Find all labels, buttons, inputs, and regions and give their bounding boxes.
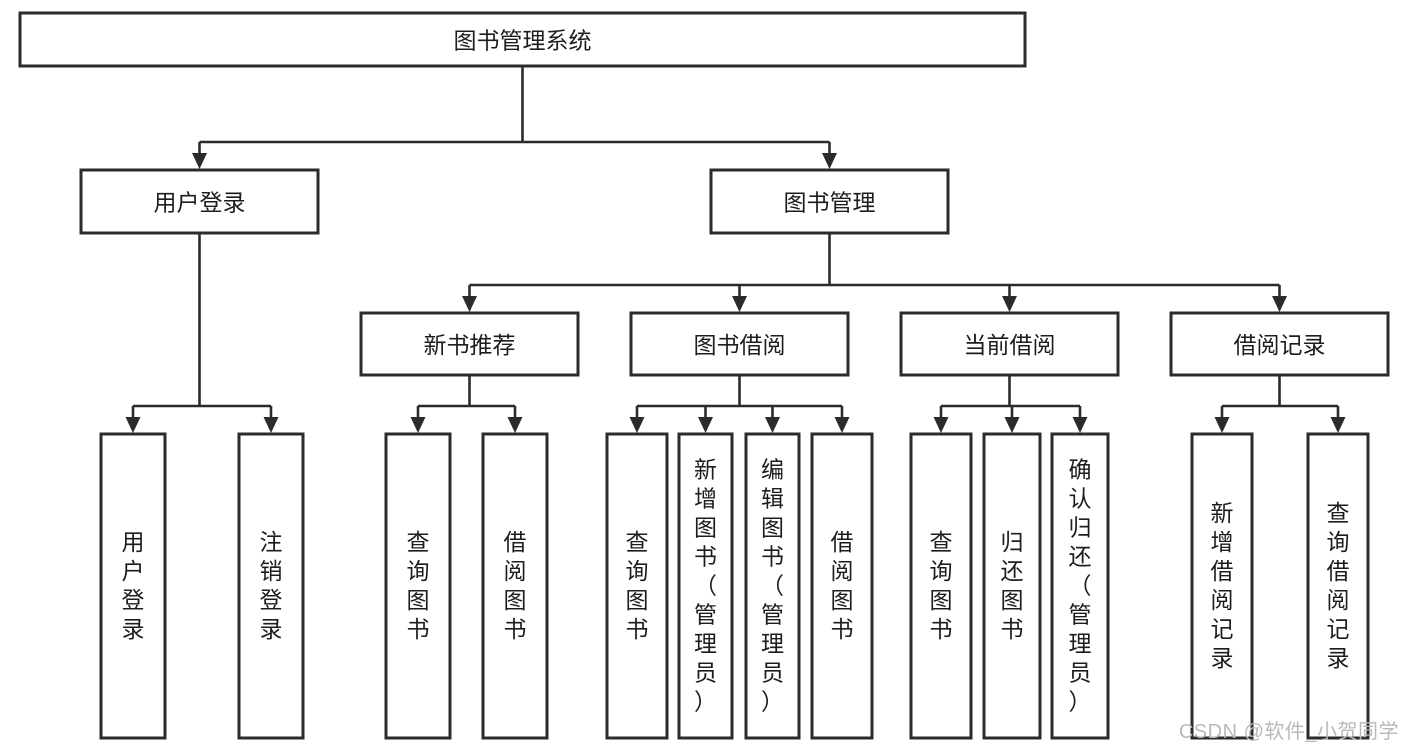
arrow-head-icon <box>1272 296 1287 312</box>
node-borrow-record[interactable]: 借阅记录 <box>1169 311 1390 377</box>
node-label: 新增借阅记录 <box>1211 500 1234 671</box>
node-label: 图书借阅 <box>694 332 786 358</box>
watermark-text: CSDN @软件_小贺同学 <box>1178 721 1399 743</box>
node-current-borrow[interactable]: 当前借阅 <box>899 311 1120 377</box>
node-box[interactable] <box>1190 432 1254 740</box>
node-box[interactable] <box>909 432 973 740</box>
node-new-book-rec[interactable]: 新书推荐 <box>359 311 580 377</box>
node-box[interactable] <box>1306 432 1370 740</box>
arrow-head-icon <box>1002 296 1017 312</box>
node-box[interactable] <box>605 432 669 740</box>
node-leaf-logout[interactable]: 注销登录 <box>237 432 305 740</box>
node-label: 借阅记录 <box>1234 332 1326 358</box>
arrow-head-icon <box>765 417 780 433</box>
arrow-head-icon <box>933 417 949 433</box>
node-label: 查询借阅记录 <box>1327 500 1350 671</box>
node-root[interactable]: 图书管理系统 <box>18 11 1027 68</box>
node-label: 新增图书（管理员） <box>694 456 717 714</box>
node-leaf-add-book[interactable]: 新增图书（管理员） <box>677 432 734 740</box>
node-leaf-query-book-1[interactable]: 查询图书 <box>384 432 452 740</box>
node-box[interactable] <box>384 432 452 740</box>
arrow-head-icon <box>1330 417 1346 433</box>
node-label: 查询图书 <box>407 529 430 642</box>
node-label: 图书管理 <box>784 190 876 216</box>
node-leaf-return-book[interactable]: 归还图书 <box>982 432 1042 740</box>
node-label: 新书推荐 <box>424 332 516 358</box>
node-label: 当前借阅 <box>964 332 1056 358</box>
node-box[interactable] <box>359 311 580 377</box>
arrow-head-icon <box>263 417 279 433</box>
arrow-head-icon <box>1004 417 1020 433</box>
arrow-head-icon <box>125 417 141 433</box>
node-label: 用户登录 <box>122 529 145 642</box>
node-leaf-edit-book[interactable]: 编辑图书（管理员） <box>744 432 801 740</box>
node-book-borrow[interactable]: 图书借阅 <box>629 311 850 377</box>
node-leaf-query-record[interactable]: 查询借阅记录 <box>1306 432 1370 740</box>
arrow-head-icon <box>822 153 837 169</box>
node-label: 查询图书 <box>930 529 953 642</box>
node-box[interactable] <box>237 432 305 740</box>
node-box[interactable] <box>99 432 167 740</box>
node-box[interactable] <box>1050 432 1110 740</box>
node-box[interactable] <box>677 432 734 740</box>
node-label: 注销登录 <box>260 529 283 642</box>
node-layer: 图书管理系统用户登录图书管理新书推荐图书借阅当前借阅借阅记录用户登录注销登录查询… <box>18 11 1390 740</box>
node-box[interactable] <box>899 311 1120 377</box>
arrow-head-icon <box>1072 417 1088 433</box>
node-box[interactable] <box>709 168 950 235</box>
node-leaf-borrow-book-2[interactable]: 借阅图书 <box>810 432 874 740</box>
arrow-head-icon <box>629 417 645 433</box>
arrow-head-icon <box>698 417 713 433</box>
node-box[interactable] <box>79 168 320 235</box>
node-leaf-borrow-book-1[interactable]: 借阅图书 <box>481 432 549 740</box>
arrow-head-icon <box>462 296 477 312</box>
arrow-head-icon <box>732 296 747 312</box>
node-leaf-confirm-return[interactable]: 确认归还（管理员） <box>1050 432 1110 740</box>
node-leaf-user-login[interactable]: 用户登录 <box>99 432 167 740</box>
node-label: 归还图书 <box>1001 529 1024 642</box>
arrow-head-icon <box>1214 417 1230 433</box>
node-box[interactable] <box>982 432 1042 740</box>
arrow-head-icon <box>410 417 426 433</box>
node-box[interactable] <box>1169 311 1390 377</box>
arrow-head-icon <box>507 417 523 433</box>
node-label: 确认归还（管理员） <box>1069 456 1092 714</box>
node-label: 图书管理系统 <box>454 28 592 54</box>
node-leaf-add-record[interactable]: 新增借阅记录 <box>1190 432 1254 740</box>
node-book-manage[interactable]: 图书管理 <box>709 168 950 235</box>
node-leaf-query-book-3[interactable]: 查询图书 <box>909 432 973 740</box>
node-label: 编辑图书（管理员） <box>761 456 784 714</box>
node-label: 用户登录 <box>154 190 246 216</box>
connector-layer <box>125 66 1346 433</box>
node-label: 查询图书 <box>626 529 649 642</box>
node-label: 借阅图书 <box>831 529 854 642</box>
node-label: 借阅图书 <box>504 529 527 642</box>
node-box[interactable] <box>481 432 549 740</box>
node-box[interactable] <box>744 432 801 740</box>
node-box[interactable] <box>810 432 874 740</box>
arrow-head-icon <box>192 153 207 169</box>
arrow-head-icon <box>834 417 850 433</box>
node-box[interactable] <box>18 11 1027 68</box>
node-user-login[interactable]: 用户登录 <box>79 168 320 235</box>
node-box[interactable] <box>629 311 850 377</box>
node-leaf-query-book-2[interactable]: 查询图书 <box>605 432 669 740</box>
